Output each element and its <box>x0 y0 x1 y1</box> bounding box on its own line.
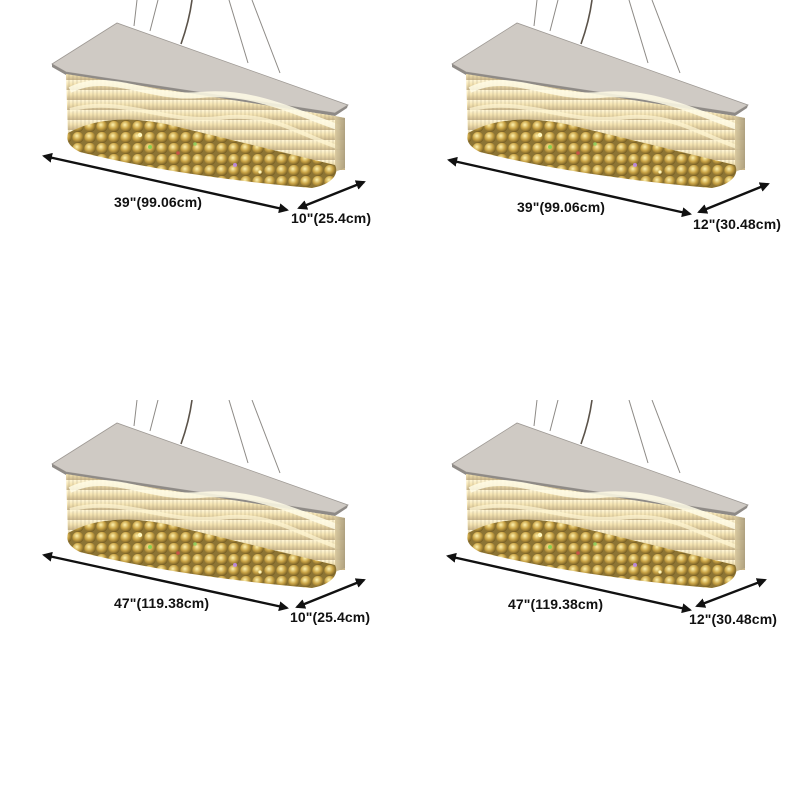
width-label: 12"(30.48cm) <box>693 216 782 232</box>
length-arrow <box>42 551 289 612</box>
chandelier-image <box>446 400 767 614</box>
length-label: 39"(99.06cm) <box>114 194 203 210</box>
width-arrow <box>295 578 366 609</box>
chandelier-image <box>42 0 366 214</box>
product-variant-47x10: 47"(119.38cm) 10"(25.4cm) <box>0 400 400 660</box>
width-arrow <box>695 578 767 608</box>
width-label: 10"(25.4cm) <box>290 609 371 625</box>
width-arrow <box>297 180 366 210</box>
length-arrow <box>42 152 289 214</box>
length-label: 47"(119.38cm) <box>508 596 604 612</box>
length-arrow <box>447 156 692 218</box>
product-variant-39x12: 39"(99.06cm) 12"(30.48cm) <box>400 0 800 260</box>
product-variant-47x12: 47"(119.38cm) 12"(30.48cm) <box>400 400 800 660</box>
chandelier-image <box>447 0 770 218</box>
length-label: 47"(119.38cm) <box>114 595 210 611</box>
length-arrow <box>446 552 692 614</box>
width-label: 12"(30.48cm) <box>689 611 778 627</box>
width-label: 10"(25.4cm) <box>291 210 372 226</box>
width-arrow <box>697 182 770 214</box>
product-variant-39x10: 39"(99.06cm) 10"(25.4cm) <box>0 0 400 260</box>
chandelier-image <box>42 400 366 612</box>
length-label: 39"(99.06cm) <box>517 199 606 215</box>
